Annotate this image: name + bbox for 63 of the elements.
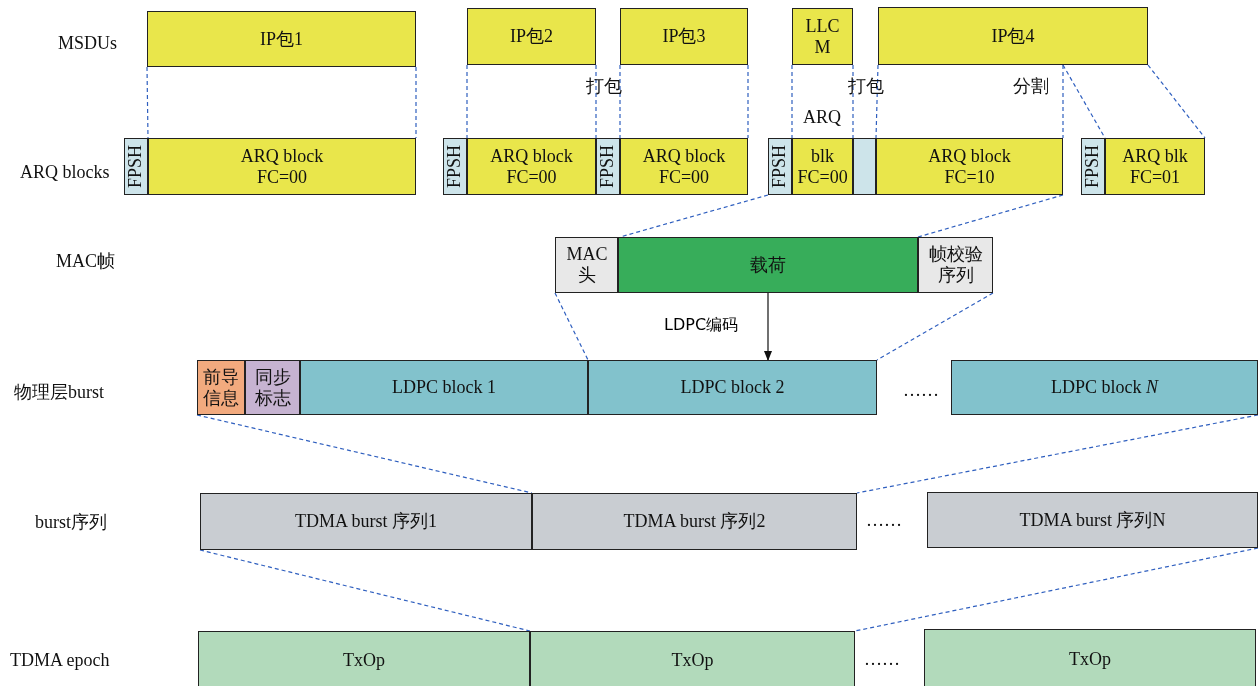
note-text: 打包 xyxy=(848,75,884,98)
frame-header-block: MAC头 xyxy=(555,237,618,293)
checksum-block: 帧校验序列 xyxy=(918,237,993,293)
note-text: 分割 xyxy=(1013,75,1049,98)
dashed-connector xyxy=(415,66,417,139)
txop-block: TxOp xyxy=(198,631,530,686)
arq-block: blk FC=00 xyxy=(792,138,853,195)
dashed-connector xyxy=(196,414,533,494)
ldpc-block: LDPC block 1 xyxy=(300,360,588,415)
dashed-connector xyxy=(747,64,749,139)
arq-block: ARQ block FC=00 xyxy=(148,138,416,195)
dashed-connector xyxy=(1147,64,1206,139)
note-text: 打包 xyxy=(586,75,622,98)
dashed-connector xyxy=(856,414,1259,494)
arq-block: ARQ block FC=00 xyxy=(620,138,748,195)
row-label: ARQ blocks xyxy=(20,162,110,183)
dashed-connector xyxy=(466,64,468,139)
dashed-connector xyxy=(146,66,149,139)
row-label: burst序列 xyxy=(35,511,107,534)
payload-block: 载荷 xyxy=(618,237,918,293)
arq-block: ARQ block FC=00 xyxy=(467,138,596,195)
packet-block: IP包2 xyxy=(467,8,596,65)
txop-block: TxOp xyxy=(530,631,855,686)
sync-block: 同步标志 xyxy=(245,360,300,415)
header-block: FPSH xyxy=(1081,138,1105,195)
burst-block: TDMA burst 序列2 xyxy=(532,493,857,550)
dashed-connector xyxy=(595,64,597,139)
burst-block: TDMA burst 序列1 xyxy=(200,493,532,550)
dashed-connector xyxy=(875,64,879,139)
packet-block: IP包4 xyxy=(878,7,1148,65)
header-block: FPSH xyxy=(768,138,792,195)
box-shape xyxy=(853,138,876,195)
dashed-connector xyxy=(854,547,1259,632)
ellipsis: …… xyxy=(866,510,902,531)
row-label: 物理层burst xyxy=(14,381,104,404)
ellipsis: …… xyxy=(864,649,900,670)
packet-block: LLC M xyxy=(792,8,853,65)
header-block: FPSH xyxy=(443,138,467,195)
burst-block: TDMA burst 序列N xyxy=(927,492,1258,548)
dashed-connector xyxy=(917,194,1064,238)
dashed-connector xyxy=(852,64,854,139)
packet-block: IP包1 xyxy=(147,11,416,67)
row-label: MAC帧 xyxy=(56,250,115,273)
row-label: MSDUs xyxy=(58,33,118,54)
dashed-connector xyxy=(1062,64,1064,139)
arq-block: ARQ block FC=10 xyxy=(876,138,1063,195)
ldpc-block: LDPC block 2 xyxy=(588,360,877,415)
preamble-block: 前导信息 xyxy=(197,360,245,415)
dashed-connector xyxy=(619,64,621,139)
ldpc-block: LDPC block N xyxy=(951,360,1258,415)
txop-block: TxOp xyxy=(924,629,1256,686)
arrow xyxy=(764,292,772,361)
dashed-connector xyxy=(554,292,589,361)
packet-block: IP包3 xyxy=(620,8,748,65)
dashed-connector xyxy=(791,64,793,139)
ellipsis: …… xyxy=(903,380,939,401)
dashed-connector xyxy=(876,292,994,361)
arq-block: ARQ blk FC=01 xyxy=(1105,138,1205,195)
dashed-connector xyxy=(199,549,531,632)
header-block: FPSH xyxy=(596,138,620,195)
note-text: ARQ xyxy=(803,107,841,128)
header-block: FPSH xyxy=(124,138,148,195)
row-label: TDMA epoch xyxy=(10,650,110,671)
